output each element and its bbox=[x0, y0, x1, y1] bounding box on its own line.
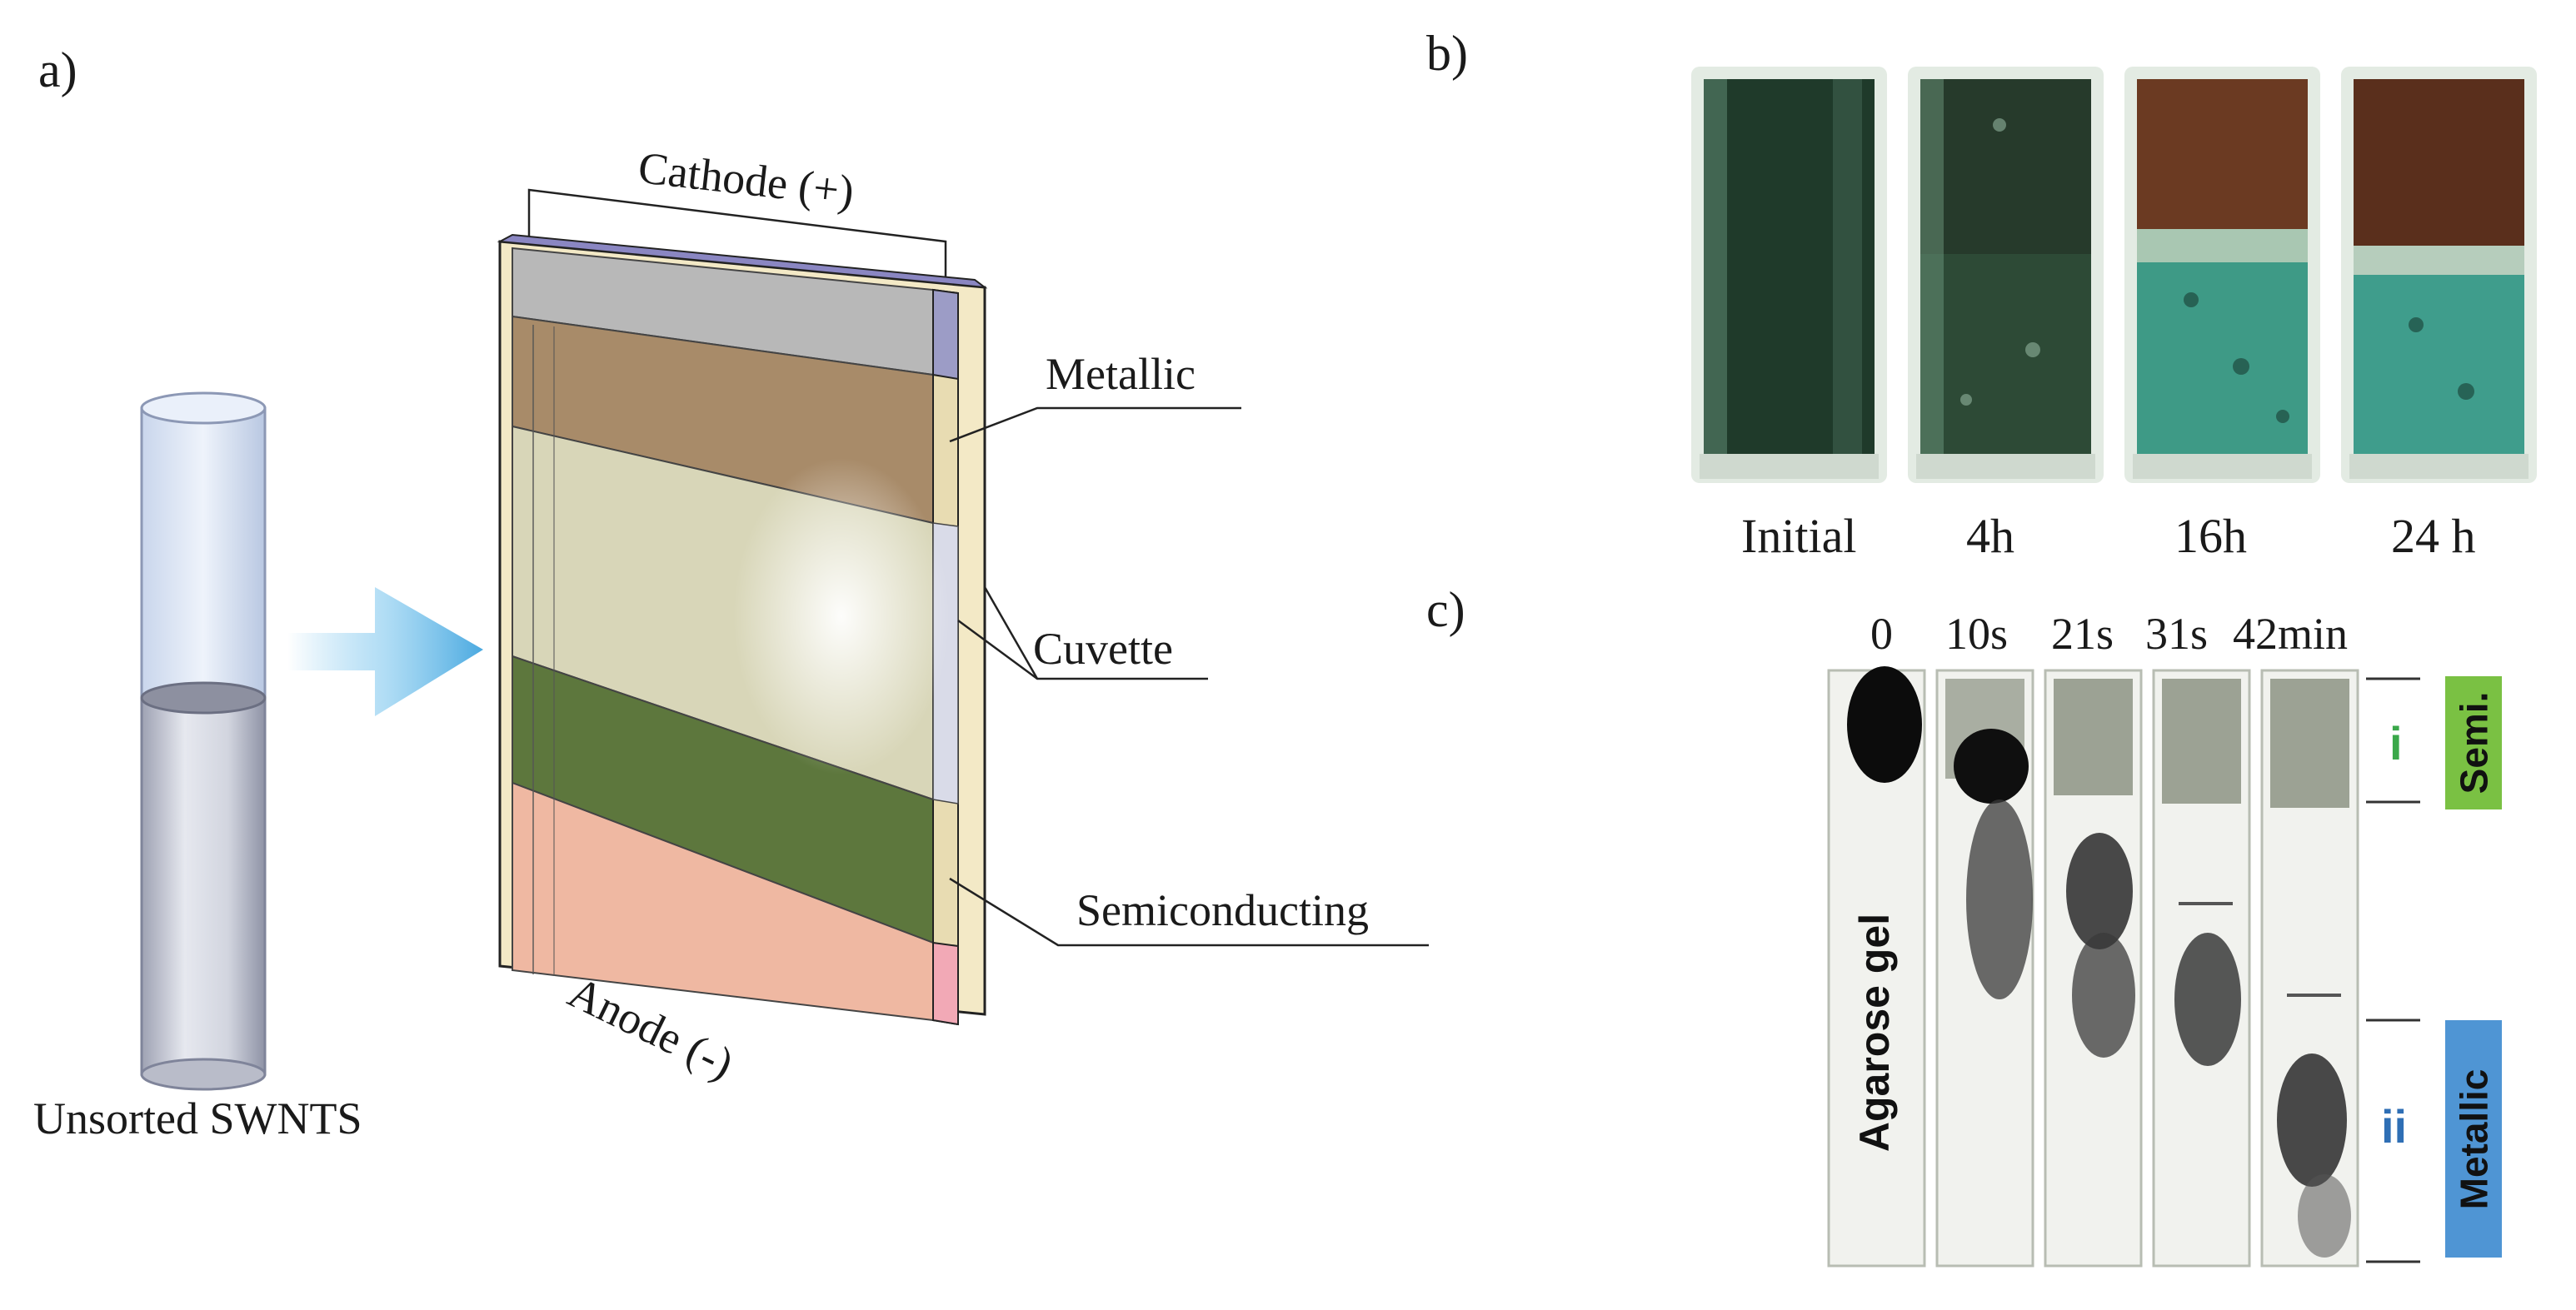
metallic-tag: Metallic bbox=[2445, 1020, 2502, 1258]
gel-time-31s: 31s bbox=[2145, 609, 2209, 659]
panel-c-gels bbox=[1827, 666, 2420, 1268]
agarose-gel-label-box: Agarose gel bbox=[1833, 874, 1916, 1191]
cuvette-callout: Cuvette bbox=[1033, 624, 1173, 674]
time-label-24h: 24 h bbox=[2391, 509, 2476, 563]
tube-label: Unsorted SWNTS bbox=[33, 1093, 362, 1143]
vial-16h bbox=[2124, 67, 2320, 483]
semi-tag: Semi. bbox=[2445, 676, 2502, 809]
semi-tag-label: Semi. bbox=[2452, 691, 2496, 794]
panel-b-letter: b) bbox=[1426, 26, 1468, 81]
gel-time-0: 0 bbox=[1870, 609, 1893, 659]
cuvette bbox=[497, 233, 988, 1026]
agarose-gel-label: Agarose gel bbox=[1851, 913, 1898, 1153]
metallic-callout: Metallic bbox=[1046, 349, 1196, 399]
fraction-ii-numeral: ii bbox=[2381, 1100, 2408, 1153]
gel-time-42min: 42min bbox=[2233, 609, 2349, 659]
time-label-initial: Initial bbox=[1741, 509, 1857, 563]
panel-c-letter: c) bbox=[1426, 582, 1465, 637]
process-arrow bbox=[287, 587, 483, 716]
gel-time-10s: 10s bbox=[1945, 609, 2009, 659]
vial-4h bbox=[1908, 67, 2104, 483]
time-label-16h: 16h bbox=[2174, 509, 2247, 563]
vial-24h bbox=[2341, 67, 2537, 483]
panel-a-letter: a) bbox=[38, 42, 77, 97]
panel-b-photos bbox=[1691, 67, 2537, 483]
gel-time-21s: 21s bbox=[2051, 609, 2114, 659]
fraction-i-numeral: i bbox=[2389, 717, 2403, 770]
time-label-4h: 4h bbox=[1966, 509, 2014, 563]
unsorted-tube bbox=[140, 391, 267, 1091]
metallic-tag-label: Metallic bbox=[2452, 1068, 2496, 1209]
callout-leaders bbox=[949, 406, 1429, 947]
semiconducting-callout: Semiconducting bbox=[1076, 885, 1369, 935]
vial-initial bbox=[1691, 67, 1887, 483]
